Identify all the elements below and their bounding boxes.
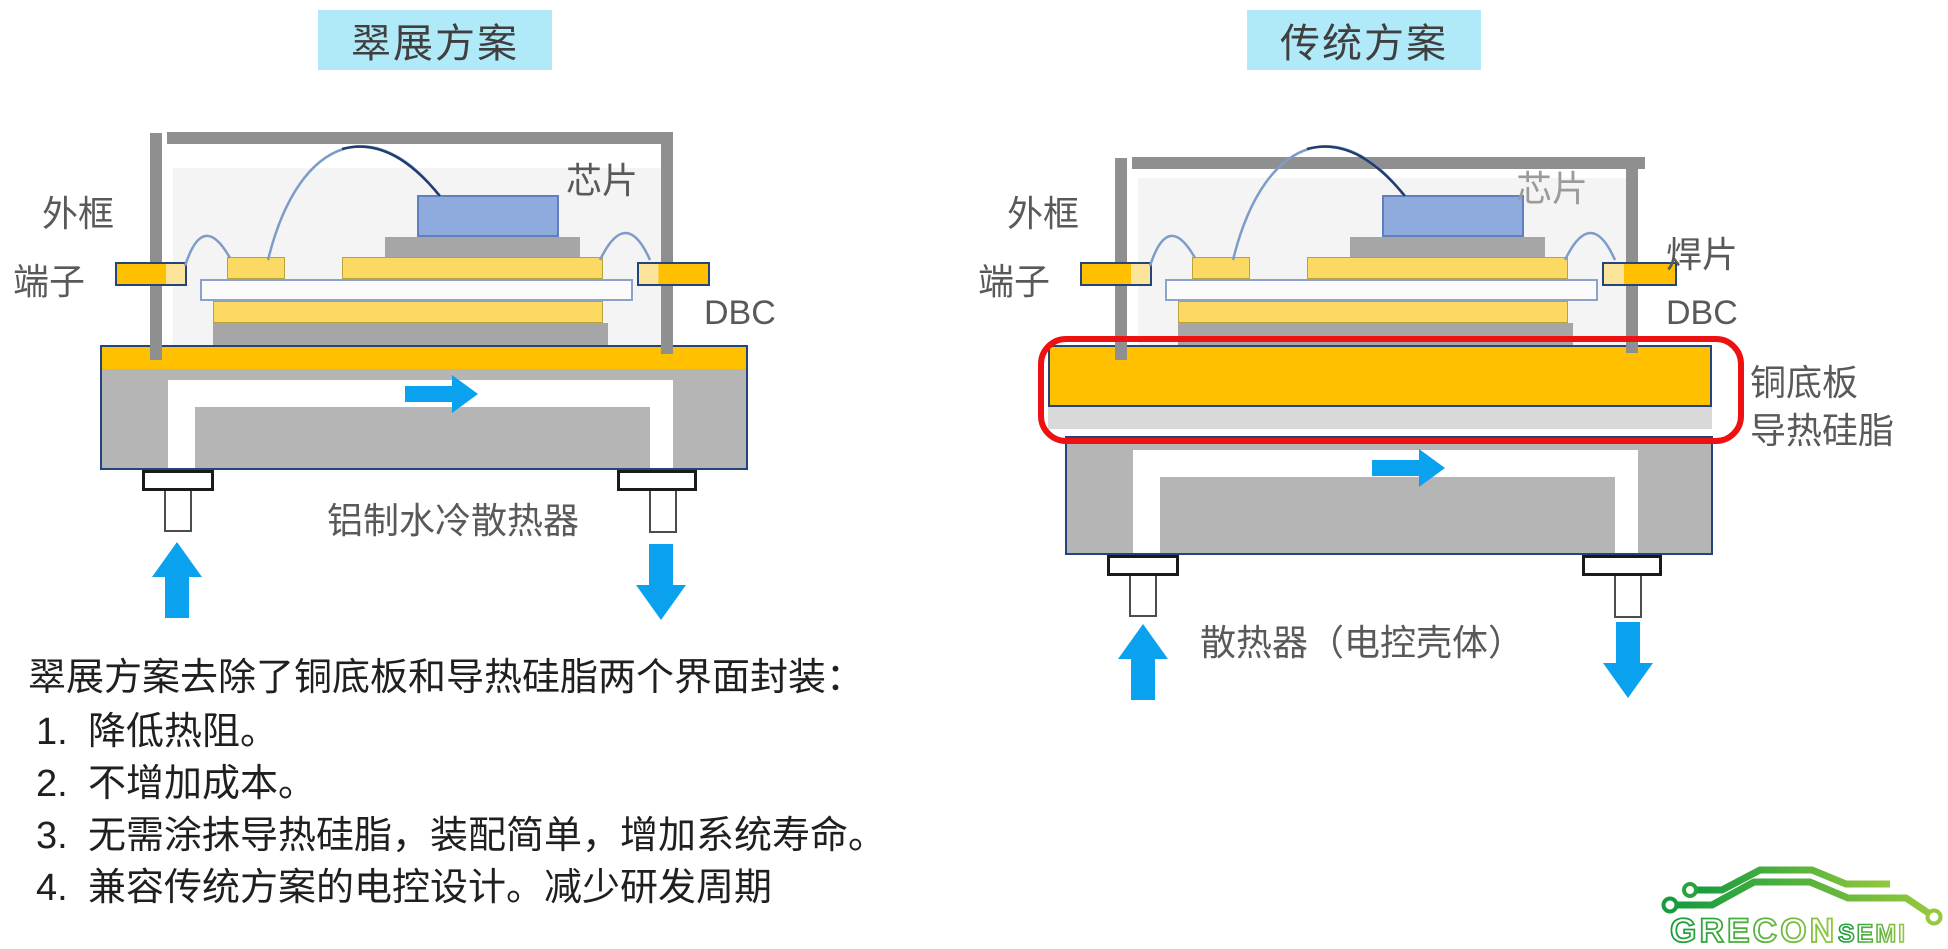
left-dbc-top-copper-pad bbox=[227, 257, 285, 279]
right-thermal-grease-layer bbox=[1048, 407, 1712, 429]
right-frame-left-bar bbox=[1115, 158, 1127, 360]
left-frame-left-bar bbox=[150, 133, 162, 360]
note-item-1: 1. 降低热阻。 bbox=[36, 700, 278, 755]
right-thermal-grease-label: 导热硅脂 bbox=[1750, 410, 1895, 451]
note-text: 降低热阻。 bbox=[88, 711, 279, 753]
left-chip-label: 芯片 bbox=[566, 160, 639, 201]
left-system-solder-layer bbox=[213, 323, 608, 345]
right-copper-baseplate-label: 铜底板 bbox=[1750, 362, 1859, 403]
left-frame-label: 外框 bbox=[42, 193, 115, 234]
left-chip-solder bbox=[385, 237, 580, 257]
note-item-2: 2. 不增加成本。 bbox=[36, 752, 316, 807]
right-heatsink-label: 散热器（电控壳体） bbox=[1200, 622, 1525, 663]
left-inlet-port-flange bbox=[142, 470, 214, 491]
note-item-4: 4. 兼容传统方案的电控设计。减少研发周期 bbox=[36, 856, 772, 911]
note-item-3: 3. 无需涂抹导热硅脂，装配简单，增加系统寿命。 bbox=[36, 804, 886, 859]
left-scheme-title: 翠展方案 bbox=[318, 10, 552, 70]
right-inlet-port-stem bbox=[1129, 576, 1157, 617]
left-frame-top-bar bbox=[167, 132, 673, 144]
right-dbc-label: DBC bbox=[1666, 294, 1738, 332]
logo-car-trace-icon bbox=[1661, 866, 1943, 926]
left-terminal-label: 端子 bbox=[13, 261, 86, 302]
right-water-channel-inlet bbox=[1133, 450, 1160, 553]
left-water-channel-inlet bbox=[168, 380, 195, 468]
notes-intro: 翠展方案去除了铜底板和导热硅脂两个界面封装： bbox=[28, 657, 865, 699]
right-water-channel-horizontal bbox=[1133, 450, 1638, 477]
right-inlet-port-flange bbox=[1107, 555, 1179, 576]
note-text: 不增加成本。 bbox=[88, 763, 317, 805]
outlet-down-arrow-icon bbox=[636, 544, 686, 620]
left-dbc-top-copper bbox=[342, 257, 603, 279]
logo-brand-text: GRECON bbox=[1670, 912, 1837, 948]
right-terminal-label: 端子 bbox=[978, 261, 1051, 302]
removed-interfaces-highlight bbox=[1038, 336, 1744, 444]
right-dbc-bottom-copper bbox=[1178, 301, 1568, 323]
right-chip-solder bbox=[1350, 237, 1545, 257]
right-dbc-top-copper-pad bbox=[1192, 257, 1250, 279]
left-chip bbox=[417, 195, 559, 237]
left-water-channel-outlet bbox=[650, 380, 673, 468]
note-number: 3. bbox=[36, 815, 68, 857]
right-dbc-top-copper bbox=[1307, 257, 1568, 279]
left-dbc-bottom-copper bbox=[213, 301, 603, 323]
right-outlet-port-flange bbox=[1582, 555, 1662, 576]
left-outlet-port-stem bbox=[649, 491, 677, 533]
right-water-channel-outlet bbox=[1615, 450, 1638, 553]
inlet-up-arrow-icon bbox=[1118, 624, 1168, 700]
note-number: 2. bbox=[36, 763, 68, 805]
note-number: 1. bbox=[36, 711, 68, 753]
note-text: 无需涂抹导热硅脂，装配简单，增加系统寿命。 bbox=[88, 815, 887, 857]
left-terminal-left bbox=[115, 262, 187, 286]
outlet-down-arrow-icon bbox=[1603, 622, 1653, 698]
left-frame-right-bar bbox=[661, 132, 673, 354]
left-water-channel-horizontal bbox=[168, 380, 673, 407]
left-inlet-port-stem bbox=[164, 491, 192, 532]
left-dbc-label: DBC bbox=[704, 294, 776, 332]
inlet-up-arrow-icon bbox=[152, 542, 202, 618]
right-frame-label: 外框 bbox=[1007, 193, 1080, 234]
left-dbc-ceramic-layer bbox=[200, 279, 633, 301]
right-frame-right-bar bbox=[1626, 157, 1638, 353]
right-terminal-left bbox=[1080, 262, 1152, 286]
left-heatsink-label: 铝制水冷散热器 bbox=[327, 500, 580, 541]
right-copper-baseplate bbox=[1048, 345, 1712, 407]
right-chip-label: 芯片 bbox=[1516, 168, 1589, 209]
logo-suffix-text: semi bbox=[1838, 920, 1907, 948]
note-text: 兼容传统方案的电控设计。减少研发周期 bbox=[88, 867, 773, 909]
right-scheme-title: 传统方案 bbox=[1247, 10, 1481, 70]
greconsemi-logo: GRECON semi bbox=[1661, 866, 1943, 948]
note-number: 4. bbox=[36, 867, 68, 909]
right-chip bbox=[1382, 195, 1524, 237]
left-terminal-right bbox=[637, 262, 710, 286]
right-outlet-port-stem bbox=[1614, 576, 1642, 618]
right-dbc-ceramic-layer bbox=[1165, 279, 1598, 301]
right-terminal-right bbox=[1602, 262, 1677, 286]
right-solder-tab-label: 焊片 bbox=[1666, 234, 1739, 275]
left-outlet-port-flange bbox=[617, 470, 697, 491]
left-dbc-bond-layer bbox=[102, 347, 746, 369]
